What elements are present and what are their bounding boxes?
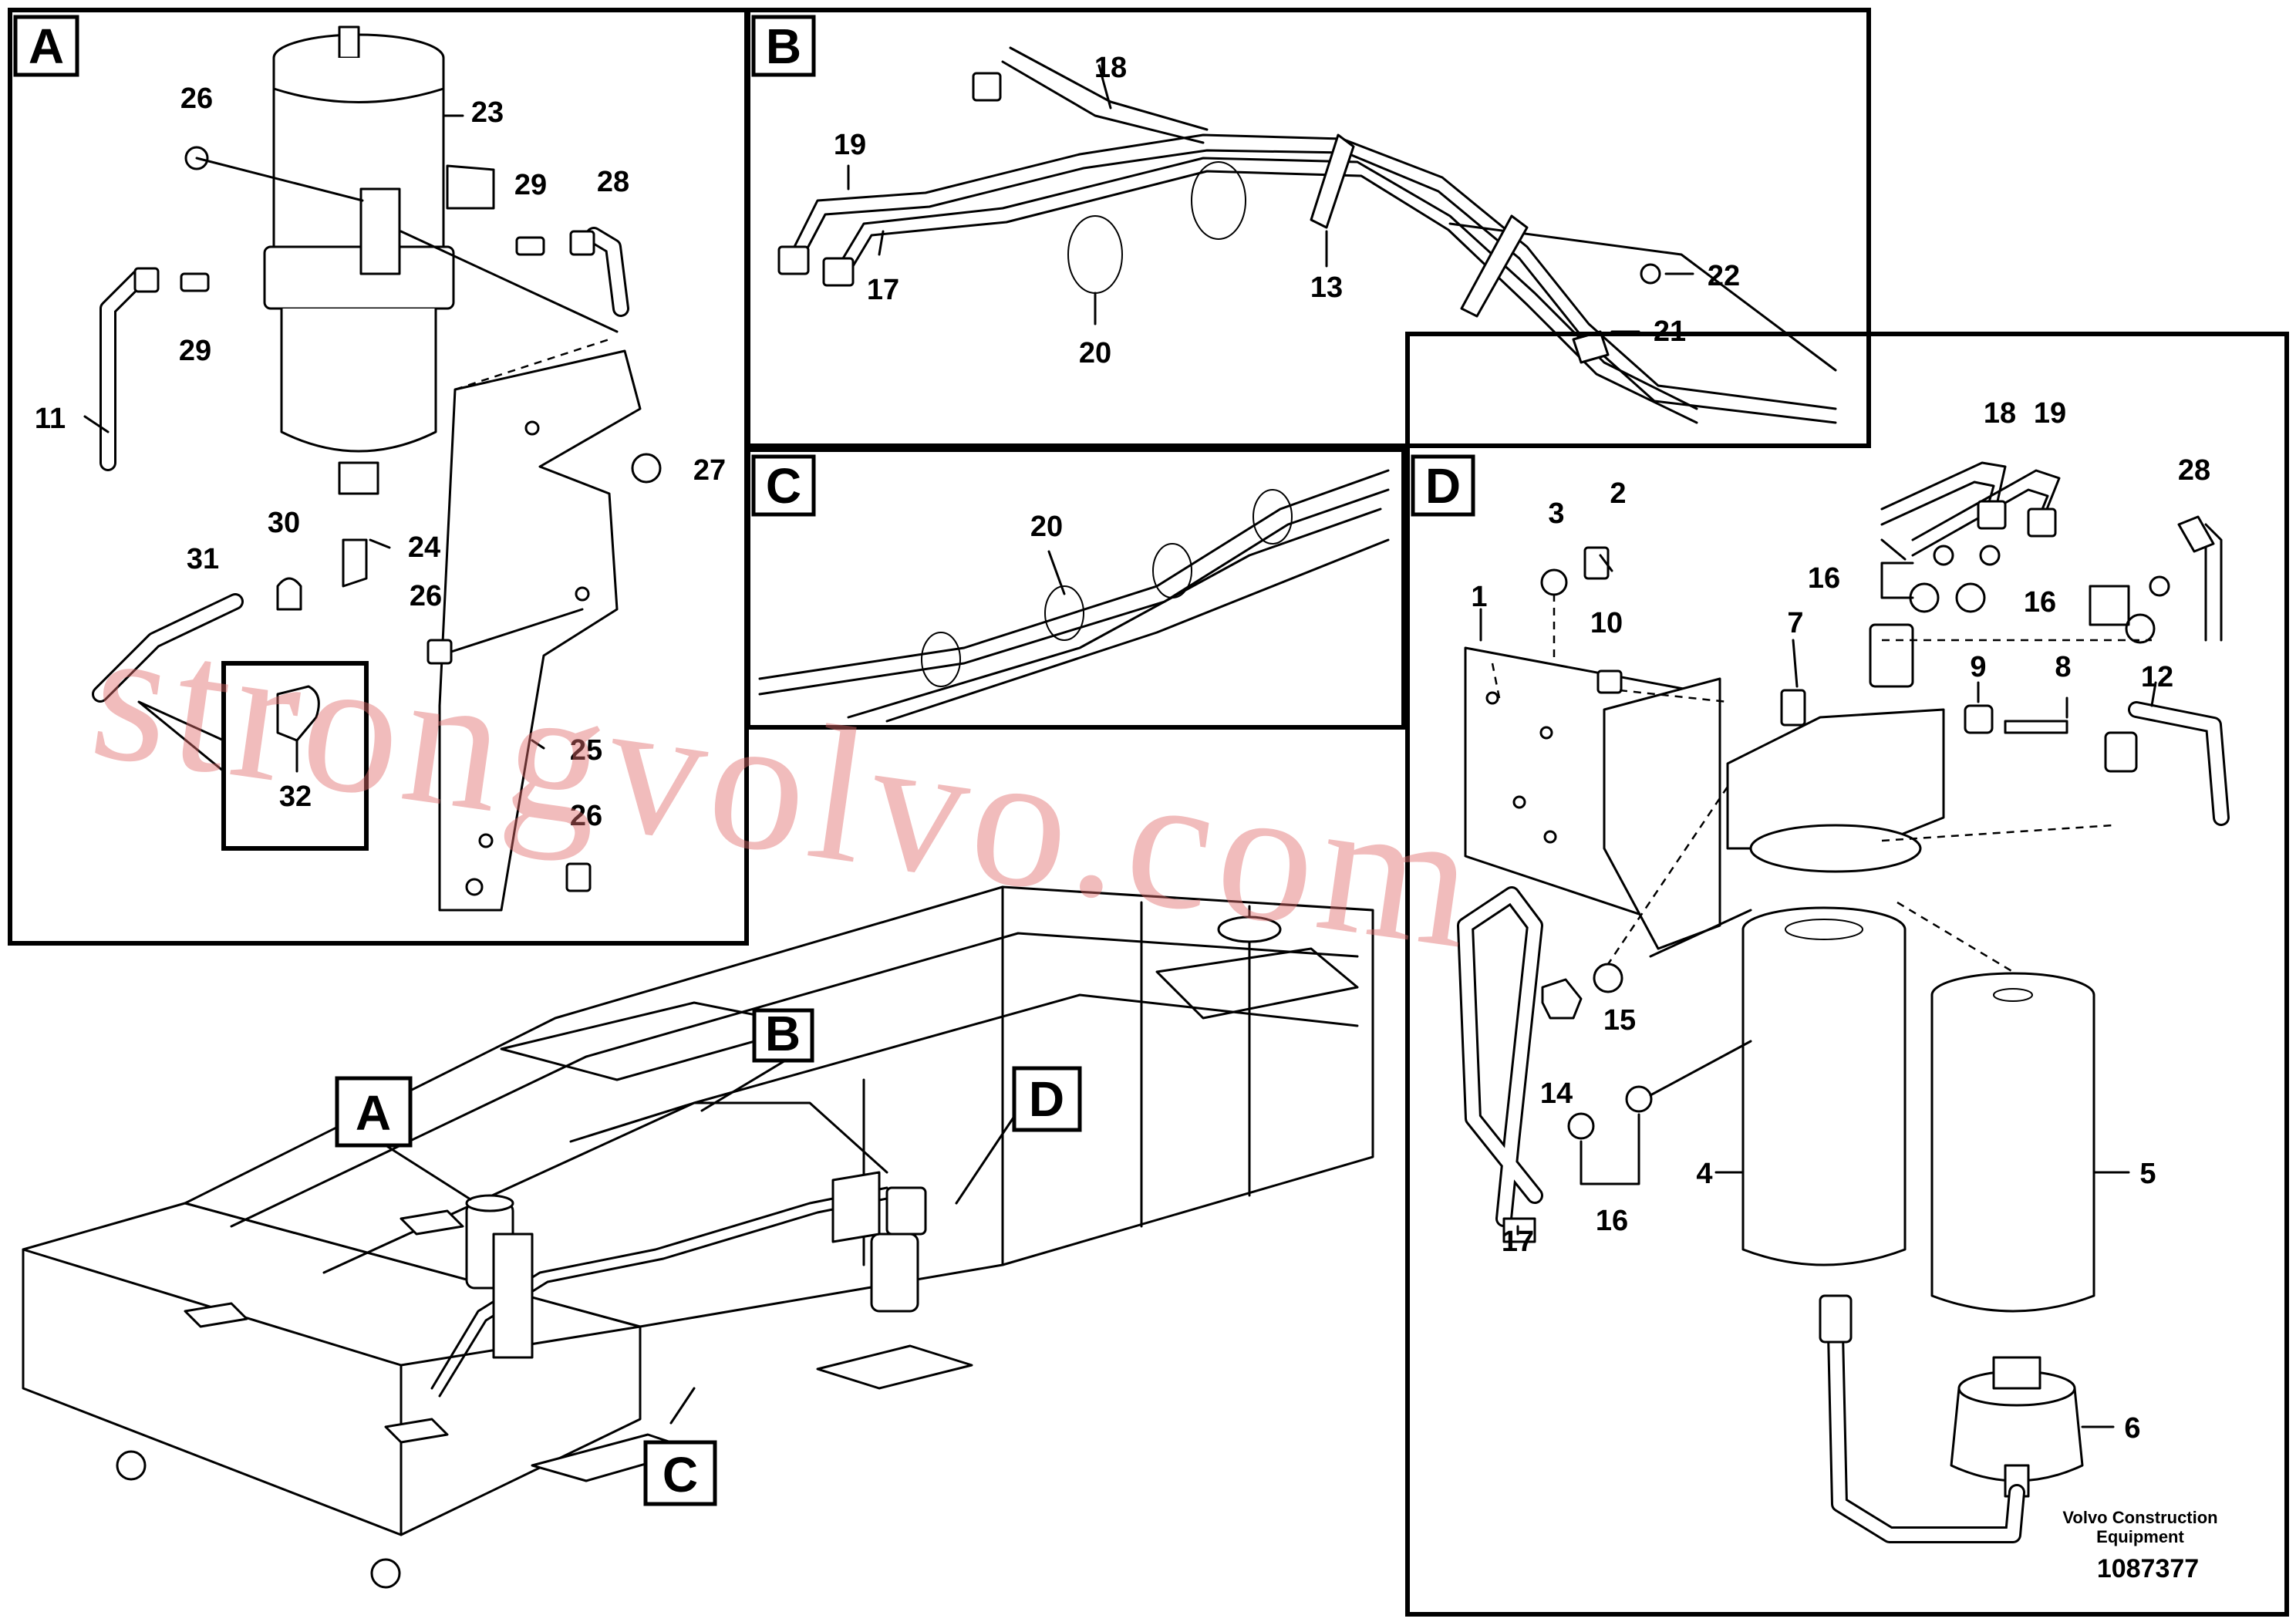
svg-text:8: 8 [2055,651,2071,683]
svg-text:26: 26 [180,83,213,115]
svg-text:29: 29 [179,335,211,367]
svg-text:16: 16 [2024,586,2056,619]
panel-b: B [746,8,1871,448]
drawing-footer: Volvo Construction Equipment 1087377 [2062,1508,2217,1583]
svg-text:26: 26 [410,580,442,612]
svg-text:3: 3 [1548,497,1564,530]
panel-a-labels: 26 23 29 28 29 11 27 30 24 31 26 25 32 2… [35,83,726,832]
svg-text:28: 28 [597,166,629,198]
svg-text:D: D [1425,458,1461,514]
svg-text:6: 6 [2124,1412,2140,1445]
svg-text:1: 1 [1471,581,1487,613]
svg-text:A: A [29,19,64,74]
svg-text:20: 20 [1030,511,1063,543]
svg-text:32: 32 [279,781,312,813]
svg-text:25: 25 [570,734,602,767]
svg-text:14: 14 [1540,1077,1573,1110]
overview-tag-a[interactable]: A [335,1076,413,1148]
svg-text:13: 13 [1310,271,1343,304]
svg-text:2: 2 [1610,477,1626,510]
svg-text:16: 16 [1596,1205,1628,1237]
svg-text:17: 17 [1502,1226,1534,1258]
svg-text:18: 18 [1984,397,2016,430]
svg-text:4: 4 [1696,1158,1712,1190]
overview-tag-d[interactable]: D [1012,1066,1082,1132]
svg-text:10: 10 [1590,607,1623,639]
company-name-line1: Volvo Construction [2062,1508,2217,1527]
panel-c: C [746,447,1406,730]
svg-text:19: 19 [834,129,866,161]
overview-tag-c[interactable]: C [643,1440,717,1506]
svg-text:31: 31 [187,543,219,575]
overview-tag-b[interactable]: B [752,1006,814,1063]
svg-text:18: 18 [1094,52,1127,84]
svg-text:20: 20 [1079,337,1111,369]
svg-text:9: 9 [1970,651,1986,683]
svg-text:27: 27 [693,454,726,487]
svg-text:C: C [663,1447,698,1502]
fuel-prefilter [263,25,495,495]
fuel-filter-4 [1741,906,1907,1266]
panel-d-labels: 18 19 28 3 2 16 16 1 10 7 9 8 12 15 14 1… [1471,397,2210,1445]
panel-d: D [1405,332,2289,1617]
svg-text:29: 29 [514,169,547,201]
svg-text:23: 23 [471,96,504,129]
svg-text:30: 30 [268,507,300,539]
svg-text:5: 5 [2139,1158,2156,1190]
svg-text:B: B [765,1006,801,1061]
svg-text:D: D [1029,1071,1064,1127]
svg-text:C: C [766,458,801,514]
fuel-filter-5 [1930,972,2095,1313]
water-separator-bowl [1950,1356,2084,1498]
svg-text:15: 15 [1603,1004,1636,1037]
svg-text:7: 7 [1787,607,1803,639]
overview-machine-frame [22,885,1374,1589]
svg-text:12: 12 [2141,661,2173,693]
watermark-text: strongvolvo.com [81,585,1491,990]
svg-text:17: 17 [867,274,899,306]
panel-c-labels: 20 [1030,511,1063,543]
svg-text:26: 26 [570,800,602,832]
svg-text:A: A [356,1085,391,1141]
svg-text:16: 16 [1808,562,1840,595]
svg-text:22: 22 [1708,260,1740,292]
svg-text:11: 11 [35,403,66,435]
panel-a: A [8,8,749,946]
svg-text:B: B [766,19,801,74]
svg-text:19: 19 [2034,397,2066,430]
company-name-line2: Equipment [2096,1527,2184,1546]
svg-text:24: 24 [408,531,440,564]
drawing-number: 1087377 [2097,1554,2199,1583]
panel-b-labels: 18 19 17 20 13 22 21 [834,52,1740,369]
svg-text:28: 28 [2178,454,2210,487]
